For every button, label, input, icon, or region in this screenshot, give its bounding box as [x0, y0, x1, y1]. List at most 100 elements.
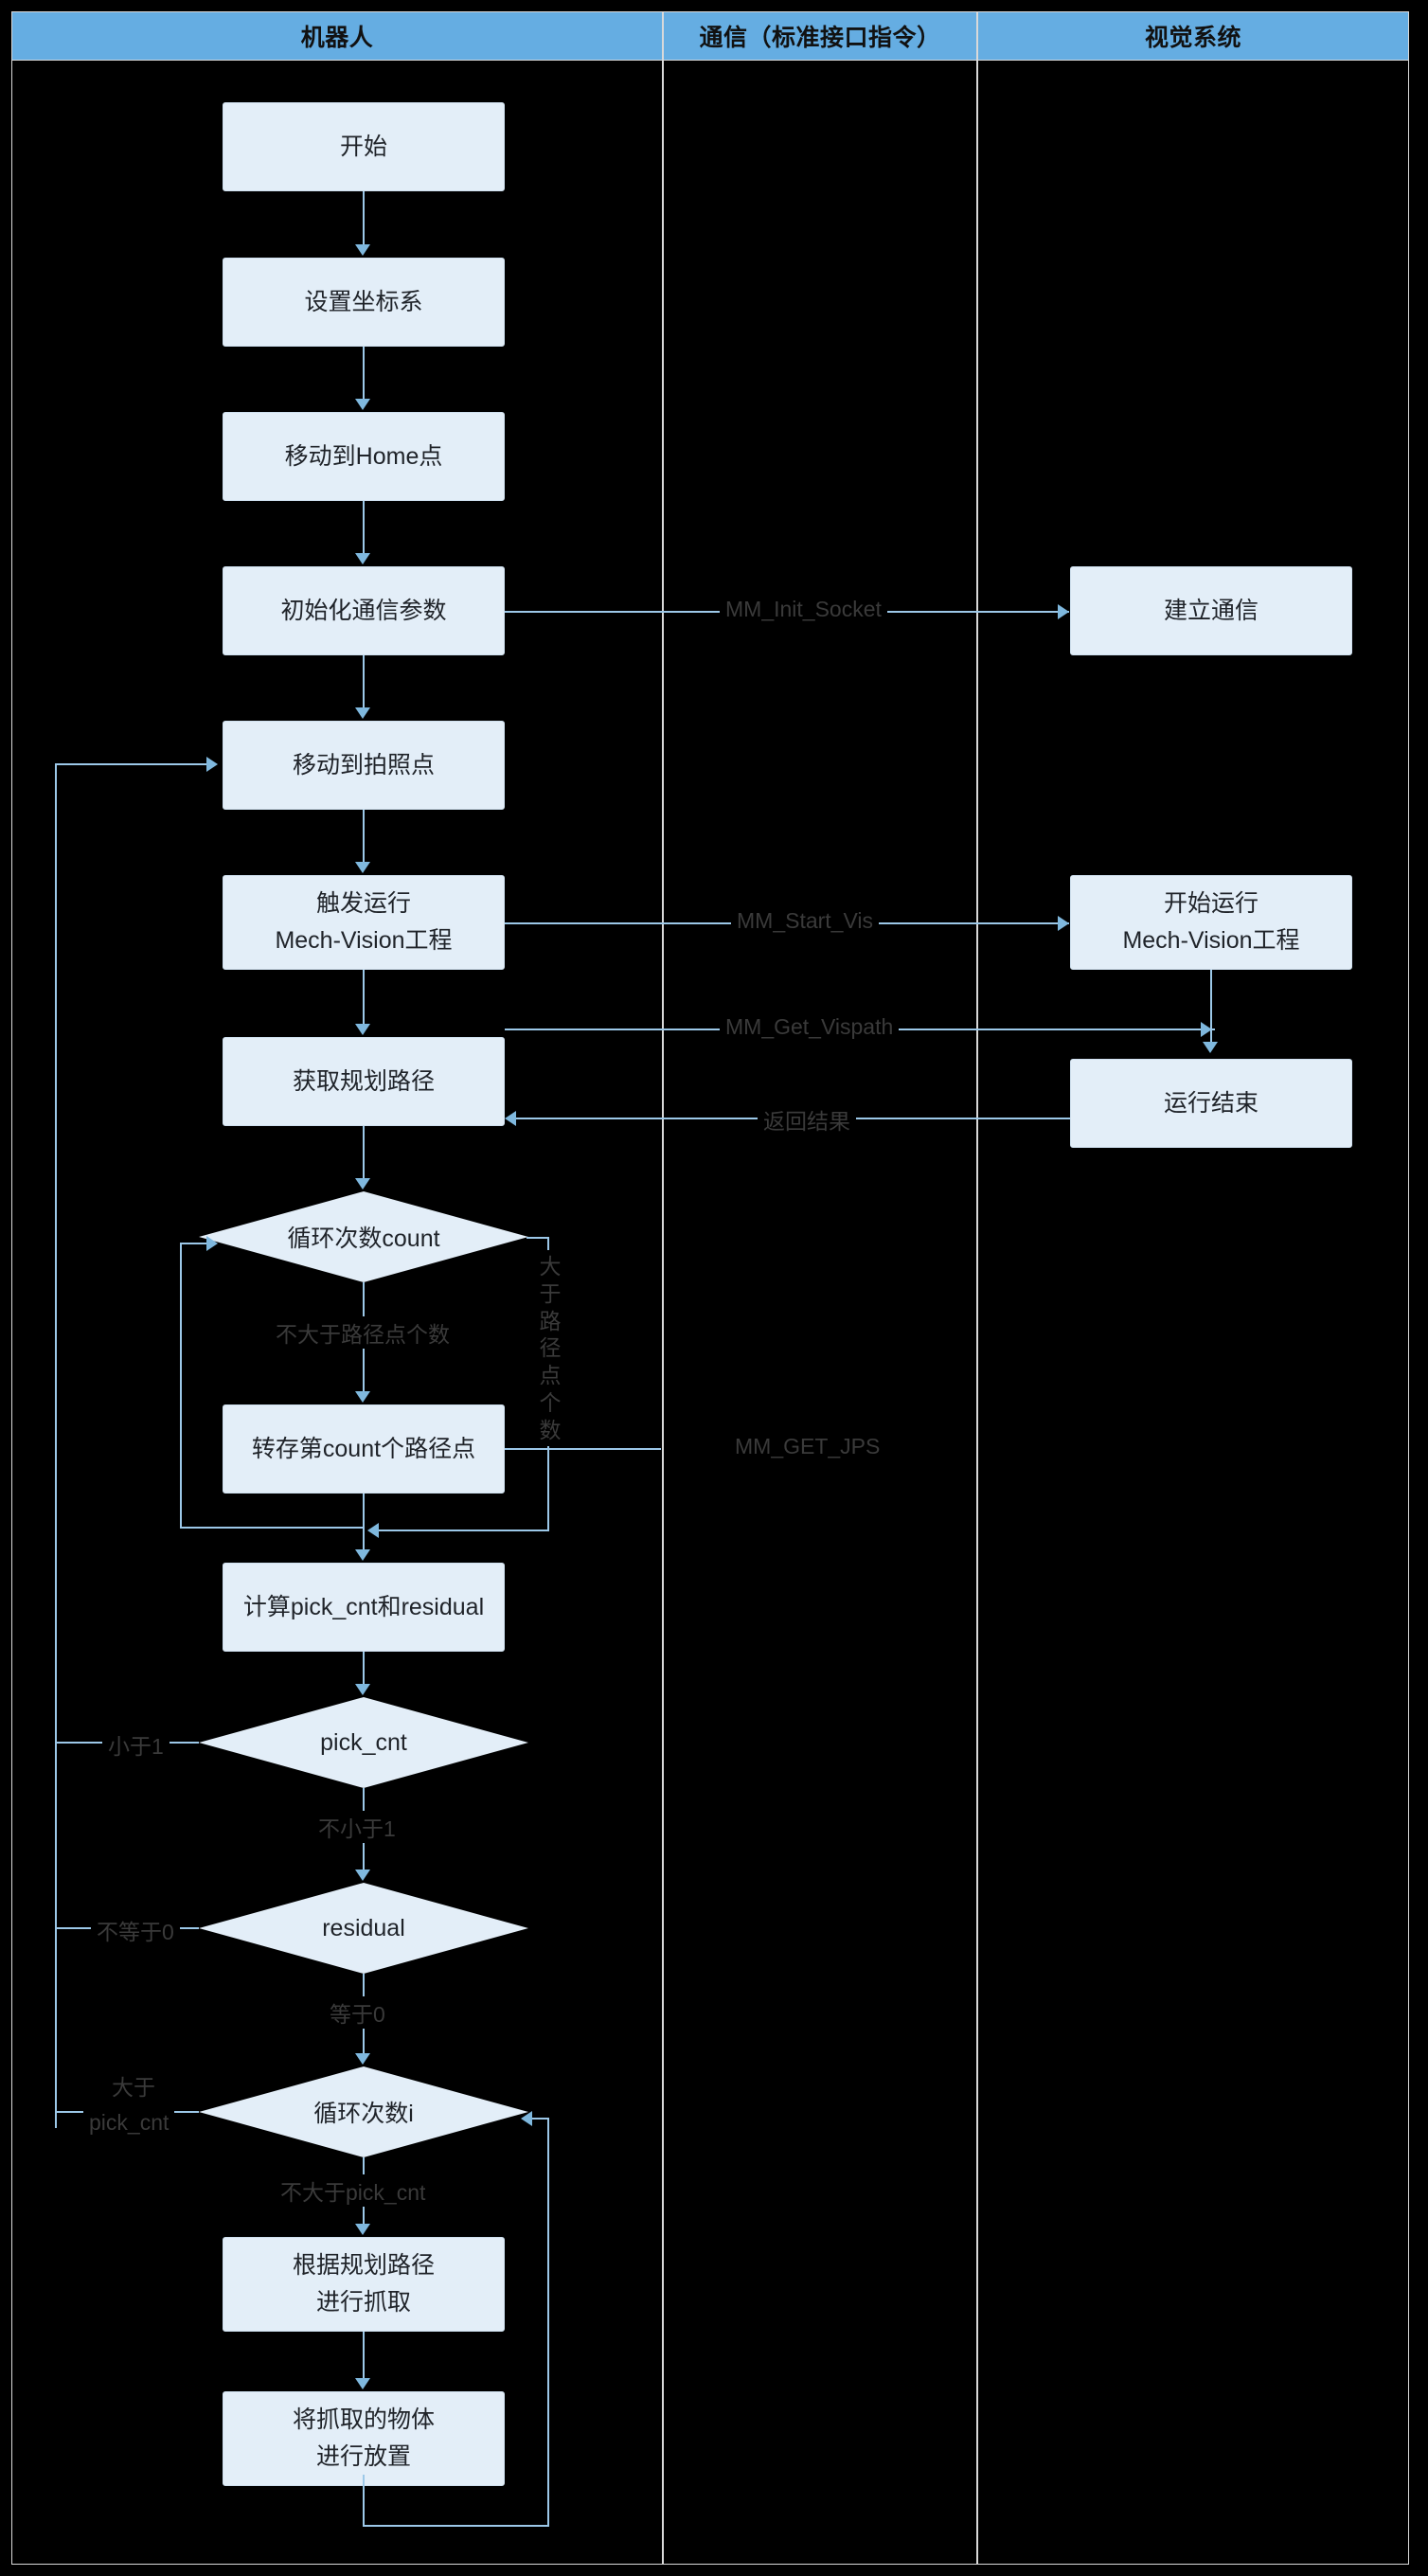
edge-place-to-return: [363, 2525, 549, 2527]
arrowhead-vision-finish: [1203, 1042, 1218, 1053]
edge-label-count-greater: 大于路径点个数: [532, 1250, 568, 1447]
arrowhead-calc: [355, 1549, 370, 1561]
decision-loop-i[interactable]: 循环次数i: [199, 2066, 528, 2157]
edge-label-res-ne0: 不等于0: [91, 1914, 180, 1946]
node-start-label: 开始: [339, 133, 387, 160]
node-move-home-label: 移动到Home点: [284, 442, 443, 470]
node-run-finished-label: 运行结束: [1163, 1089, 1258, 1117]
arrowhead-count-greater-merge: [367, 1523, 379, 1538]
lane-header-vision: 视觉系统: [977, 11, 1409, 61]
edge-feedback-to-movecapture: [55, 763, 208, 765]
arrowhead-get-vispath: [1201, 1022, 1212, 1037]
arrowhead-return-loopi: [521, 2111, 532, 2126]
node-init-communication-label: 初始化通信参数: [280, 597, 447, 624]
edge-loopi-return-rail: [547, 2118, 549, 2527]
edge-setframe-to-movehome: [363, 347, 365, 401]
node-get-planned-path[interactable]: 获取规划路径: [223, 1037, 505, 1126]
decision-loop-count-label: 循环次数count: [287, 1225, 440, 1252]
edge-getpath-to-loopcount: [363, 1126, 365, 1180]
arrowhead-initcomm: [355, 553, 370, 564]
lane-header-robot-label: 机器人: [300, 25, 374, 51]
decision-loop-i-label: 循环次数i: [313, 2101, 414, 2127]
edge-movehome-to-initcomm: [363, 501, 365, 555]
node-trigger-mech-vision-label-1: 触发运行: [315, 890, 411, 918]
node-grab-along-path-label-2: 进行抓取: [315, 2289, 411, 2316]
node-run-mech-vision[interactable]: 开始运行 Mech-Vision工程: [1070, 875, 1352, 970]
lane-header-robot: 机器人: [11, 11, 663, 61]
edge-storepoint-to-calc: [363, 1494, 365, 1550]
decision-residual[interactable]: residual: [199, 1883, 528, 1974]
comm-label-init-socket: MM_Init_Socket: [720, 597, 887, 622]
node-store-path-point[interactable]: 转存第count个路径点: [223, 1404, 505, 1494]
arrowhead-loopi: [355, 2053, 370, 2065]
node-place-object[interactable]: 将抓取的物体 进行放置: [223, 2391, 505, 2486]
decision-pick-cnt-label: pick_cnt: [320, 1728, 407, 1756]
arrowhead-establish: [1058, 604, 1069, 619]
arrowhead-grab: [355, 2224, 370, 2235]
node-start[interactable]: 开始: [223, 102, 505, 191]
node-place-object-label-1: 将抓取的物体: [292, 2406, 435, 2434]
arrowhead-place: [355, 2378, 370, 2389]
edge-trigger-to-getpath: [363, 970, 365, 1026]
decision-loop-count[interactable]: 循环次数count: [199, 1191, 528, 1282]
edge-label-pick-ge1: 不小于1: [312, 1811, 402, 1843]
edge-return-into-loopi: [530, 2118, 549, 2120]
edge-label-res-eq0: 等于0: [324, 1996, 391, 2029]
decision-residual-label: residual: [322, 1914, 405, 1941]
node-run-finished[interactable]: 运行结束: [1070, 1059, 1352, 1148]
edge-count-loop-left-rail: [180, 1243, 182, 1529]
node-establish-communication[interactable]: 建立通信: [1070, 566, 1352, 655]
node-grab-along-path[interactable]: 根据规划路径 进行抓取: [223, 2237, 505, 2332]
arrowhead-pickcnt: [355, 1684, 370, 1695]
edge-count-greater-merge: [379, 1530, 549, 1531]
arrowhead-residual: [355, 1869, 370, 1881]
arrowhead-loopcount: [355, 1178, 370, 1190]
comm-label-return-result: 返回结果: [758, 1103, 856, 1136]
arrowhead-trigger: [355, 862, 370, 873]
node-calc-pickcnt-residual-label: 计算pick_cnt和residual: [242, 1593, 485, 1620]
node-trigger-mech-vision[interactable]: 触发运行 Mech-Vision工程: [223, 875, 505, 970]
node-move-capture-point-label: 移动到拍照点: [292, 751, 435, 778]
node-place-object-label-2: 进行放置: [315, 2443, 411, 2470]
edge-start-to-setframe: [363, 191, 365, 246]
edge-calc-to-pickcnt: [363, 1652, 365, 1685]
arrowhead-run-vision: [1058, 916, 1069, 931]
node-run-mech-vision-label-1: 开始运行: [1163, 890, 1258, 918]
edge-storepoint-to-getjps: [505, 1448, 661, 1450]
node-trigger-mech-vision-label-2: Mech-Vision工程: [275, 927, 453, 954]
node-store-path-point-label: 转存第count个路径点: [251, 1435, 476, 1462]
node-init-communication[interactable]: 初始化通信参数: [223, 566, 505, 655]
edge-vision-run-to-finish: [1210, 970, 1212, 1046]
lane-header-vision-label: 视觉系统: [1144, 25, 1241, 51]
edge-label-count-not-greater: 不大于路径点个数: [270, 1316, 455, 1349]
edge-count-loop-bottom: [180, 1527, 363, 1529]
lane-body-comm: [663, 61, 977, 2565]
arrowhead-movehome: [355, 399, 370, 410]
comm-label-get-vispath: MM_Get_Vispath: [720, 1014, 900, 1040]
arrowhead-return-result: [505, 1111, 516, 1126]
node-move-capture-point[interactable]: 移动到拍照点: [223, 721, 505, 810]
node-grab-along-path-label-1: 根据规划路径: [292, 2252, 435, 2280]
edge-grab-to-place: [363, 2332, 365, 2380]
arrowhead-getpath: [355, 1024, 370, 1035]
node-establish-communication-label: 建立通信: [1163, 597, 1258, 624]
edge-label-i-not-greater: 不大于pick_cnt: [275, 2174, 432, 2207]
edge-place-down: [363, 2475, 365, 2527]
arrowhead-setframe: [355, 244, 370, 256]
node-set-coordinate-frame[interactable]: 设置坐标系: [223, 258, 505, 347]
arrowhead-count-loop: [206, 1236, 218, 1251]
edge-count-loop-top: [180, 1243, 208, 1244]
lane-body-vision: [977, 61, 1409, 2565]
lane-header-comm-label: 通信（标准接口指令）: [699, 25, 941, 51]
arrowhead-movecapture: [355, 707, 370, 719]
edge-feedback-rail: [55, 763, 57, 2128]
comm-label-start-vis: MM_Start_Vis: [731, 908, 880, 934]
decision-pick-cnt[interactable]: pick_cnt: [199, 1697, 528, 1788]
node-run-mech-vision-label-2: Mech-Vision工程: [1122, 927, 1300, 954]
node-set-coordinate-frame-label: 设置坐标系: [304, 288, 423, 315]
comm-label-get-jps: MM_GET_JPS: [729, 1434, 886, 1459]
node-move-home[interactable]: 移动到Home点: [223, 412, 505, 501]
node-calc-pickcnt-residual[interactable]: 计算pick_cnt和residual: [223, 1563, 505, 1652]
arrowhead-feedback-movecapture: [206, 757, 218, 772]
